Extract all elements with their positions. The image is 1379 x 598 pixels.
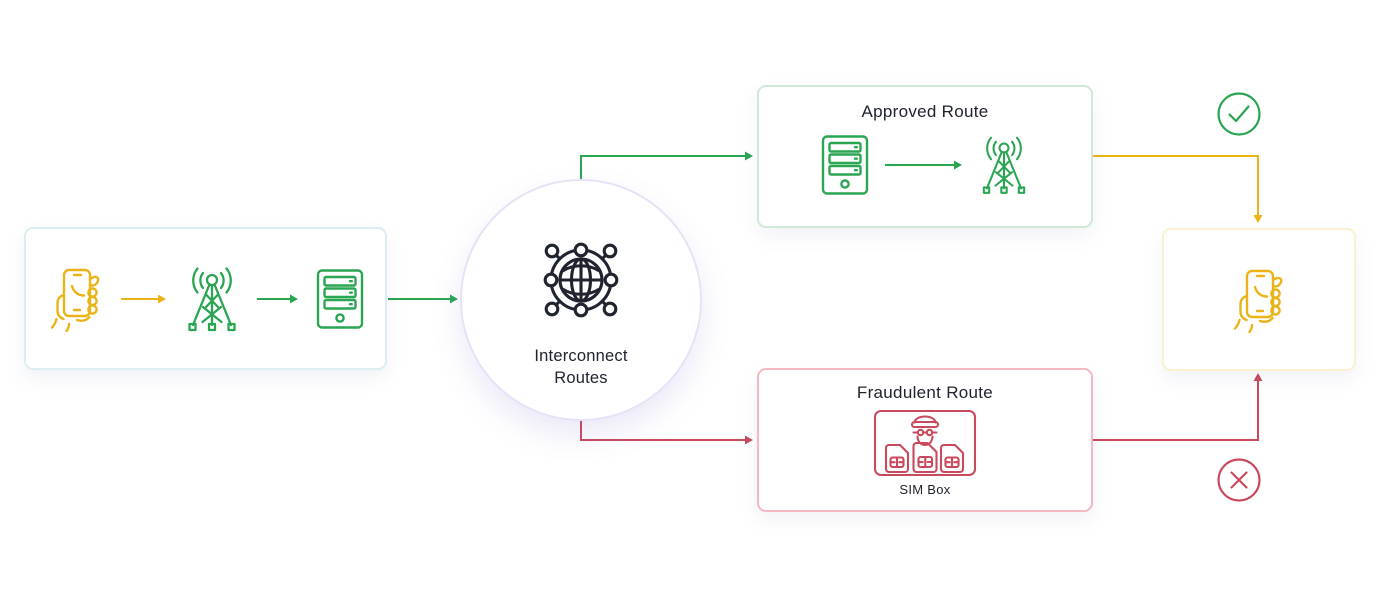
sim-box-icon [873,409,977,477]
globe-network-icon [531,230,631,330]
interconnect-routes-node: Interconnect Routes [460,179,702,421]
cell-tower-icon [183,265,241,333]
phone-in-hand-icon [47,266,105,332]
approved-route-icons [820,133,1030,197]
arrowhead-approved-to-destination [1253,215,1263,223]
connector-interconnect-to-fraud [580,421,745,441]
server-icon [315,268,365,330]
sim-box-label: SIM Box [899,482,951,497]
interconnect-label-line1: Interconnect [534,347,628,365]
arrowhead-interconnect-to-approved [745,151,753,161]
connector-approved-to-destination [1093,155,1259,215]
arrowhead-caller-to-interconnect [450,294,458,304]
interconnect-routes-label: Interconnect Routes [534,345,627,389]
connector-interconnect-to-approved [580,155,745,179]
cell-tower-icon [978,133,1030,197]
phone-in-hand-icon [1230,267,1288,333]
check-circle-icon [1216,91,1262,137]
caller-chain-box [24,227,387,370]
arrow-right-icon [120,293,168,305]
server-icon [820,133,870,197]
approved-route-title: Approved Route [861,102,989,121]
fraudulent-route-title: Fraudulent Route [856,383,994,402]
fraudulent-route-box: Fraudulent Route [757,368,1093,512]
interconnect-label-line2: Routes [554,369,608,387]
approved-route-box: Approved Route [757,85,1093,228]
arrow-right-icon [884,159,964,171]
arrow-right-icon [256,293,300,305]
arrowhead-fraud-to-destination [1253,373,1263,381]
arrowhead-interconnect-to-fraud [745,435,753,445]
destination-box [1162,228,1356,371]
cross-circle-icon [1216,457,1262,503]
connector-fraud-to-destination [1093,381,1259,441]
